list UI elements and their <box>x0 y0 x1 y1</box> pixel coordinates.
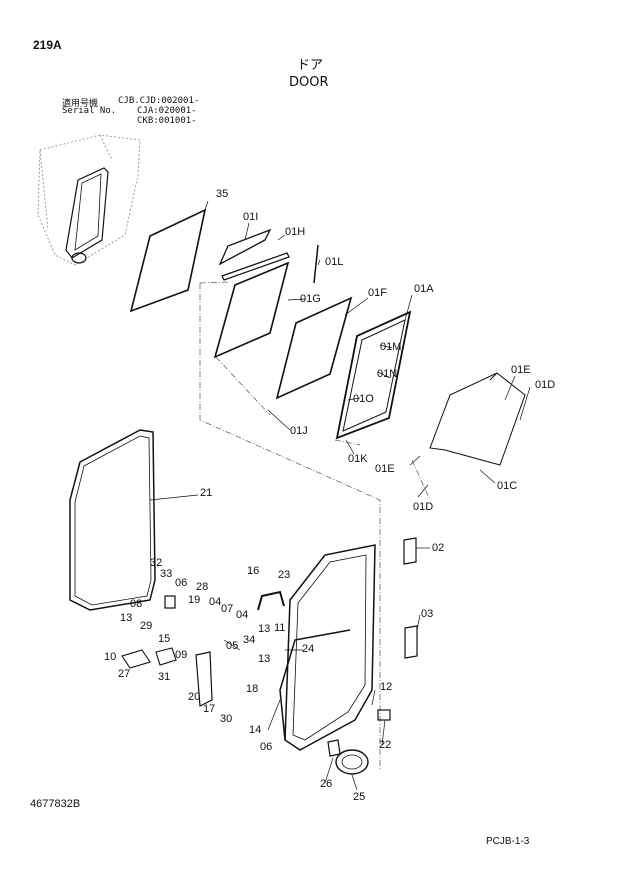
part-label: 03 <box>421 608 433 620</box>
part-label: 11 <box>274 622 285 634</box>
part-label: 18 <box>246 683 258 695</box>
cover-25 <box>335 749 369 775</box>
part-label: 08 <box>130 598 142 610</box>
glass-01g <box>213 261 290 359</box>
part-label: 29 <box>140 620 152 632</box>
part-label: 01F <box>368 287 387 299</box>
stopper-22 <box>377 709 391 721</box>
hinge-03 <box>404 625 418 659</box>
part-label: 13 <box>120 612 132 624</box>
part-label: 13 <box>258 653 270 665</box>
part-label: 04 <box>209 596 221 608</box>
part-label: 21 <box>200 487 212 499</box>
part-label: 34 <box>243 634 255 646</box>
window-assembly-01e <box>429 372 526 466</box>
window-frame-01a <box>335 310 412 440</box>
cab-thumbnail <box>37 134 141 266</box>
part-label: 05 <box>226 640 238 652</box>
serial-label-jp: 適用号機 <box>62 99 99 109</box>
drawing-number: 4677832B <box>30 798 81 810</box>
door-frame <box>279 544 376 751</box>
serial-line-1: CJB.CJD:002001- <box>118 96 200 106</box>
part-label: 06 <box>260 741 272 753</box>
part-label: 32 <box>150 557 162 569</box>
part-label: 35 <box>216 188 228 200</box>
strip-01i <box>218 228 272 266</box>
pad-26 <box>327 739 341 757</box>
part-label: 28 <box>196 581 208 593</box>
part-label: 01N <box>377 368 397 380</box>
part-label: 06 <box>175 577 187 589</box>
part-label: 07 <box>221 603 233 615</box>
cab-thumbnail-door <box>65 167 109 264</box>
part-label: 27 <box>118 668 130 680</box>
part-label: 01K <box>348 453 368 465</box>
part-label: 01G <box>300 293 321 305</box>
part-label: 20 <box>188 691 200 703</box>
part-label: 01D <box>413 501 433 513</box>
part-label: 01H <box>285 226 305 238</box>
part-label: 10 <box>104 651 116 663</box>
part-label: 09 <box>175 649 187 661</box>
part-label: 01E <box>511 364 531 376</box>
serial-label-en: Serial No. <box>62 106 117 116</box>
glass-01f <box>275 296 353 400</box>
part-label: 02 <box>432 542 444 554</box>
lock-block-33 <box>164 595 176 609</box>
part-label: 33 <box>160 568 172 580</box>
part-label: 24 <box>302 643 314 655</box>
page-code: 219A <box>33 38 62 52</box>
sheet-reference: PCJB-1-3 <box>486 836 530 847</box>
part-label: 01A <box>414 283 434 295</box>
part-label: 01O <box>353 393 374 405</box>
cover-27 <box>155 647 177 666</box>
part-label: 31 <box>158 671 170 683</box>
part-label: 01I <box>243 211 258 223</box>
part-label: 17 <box>203 703 215 715</box>
part-label: 14 <box>249 724 261 736</box>
serial-line-2: CJA:020001- <box>137 106 197 116</box>
part-label: 30 <box>220 713 232 725</box>
bracket-20 <box>195 651 213 707</box>
part-label: 22 <box>379 739 391 751</box>
strip-01h <box>221 252 290 281</box>
title-jp: ドア <box>297 57 324 72</box>
part-label: 12 <box>380 681 392 693</box>
title-en: DOOR <box>289 75 329 90</box>
serial-line-3: CKB:001001- <box>137 116 197 126</box>
part-label: 01D <box>535 379 555 391</box>
part-label: 04 <box>236 609 248 621</box>
strip-01l <box>313 244 319 284</box>
part-label: 01M <box>380 341 401 353</box>
part-label: 13 <box>258 623 270 635</box>
part-label: 01J <box>290 425 308 437</box>
part-label: 25 <box>353 791 365 803</box>
part-label: 23 <box>278 569 290 581</box>
glass-35 <box>129 208 207 313</box>
part-label: 15 <box>158 633 170 645</box>
part-label: 19 <box>188 594 200 606</box>
handle-23 <box>257 590 285 611</box>
part-label: 01C <box>497 480 517 492</box>
door-seal-21 <box>69 429 156 611</box>
part-label: 26 <box>320 778 332 790</box>
cover-10 <box>121 649 151 669</box>
hinge-02 <box>403 537 417 565</box>
part-label: 16 <box>247 565 259 577</box>
part-label: 01L <box>325 256 343 268</box>
part-label: 01E <box>375 463 395 475</box>
